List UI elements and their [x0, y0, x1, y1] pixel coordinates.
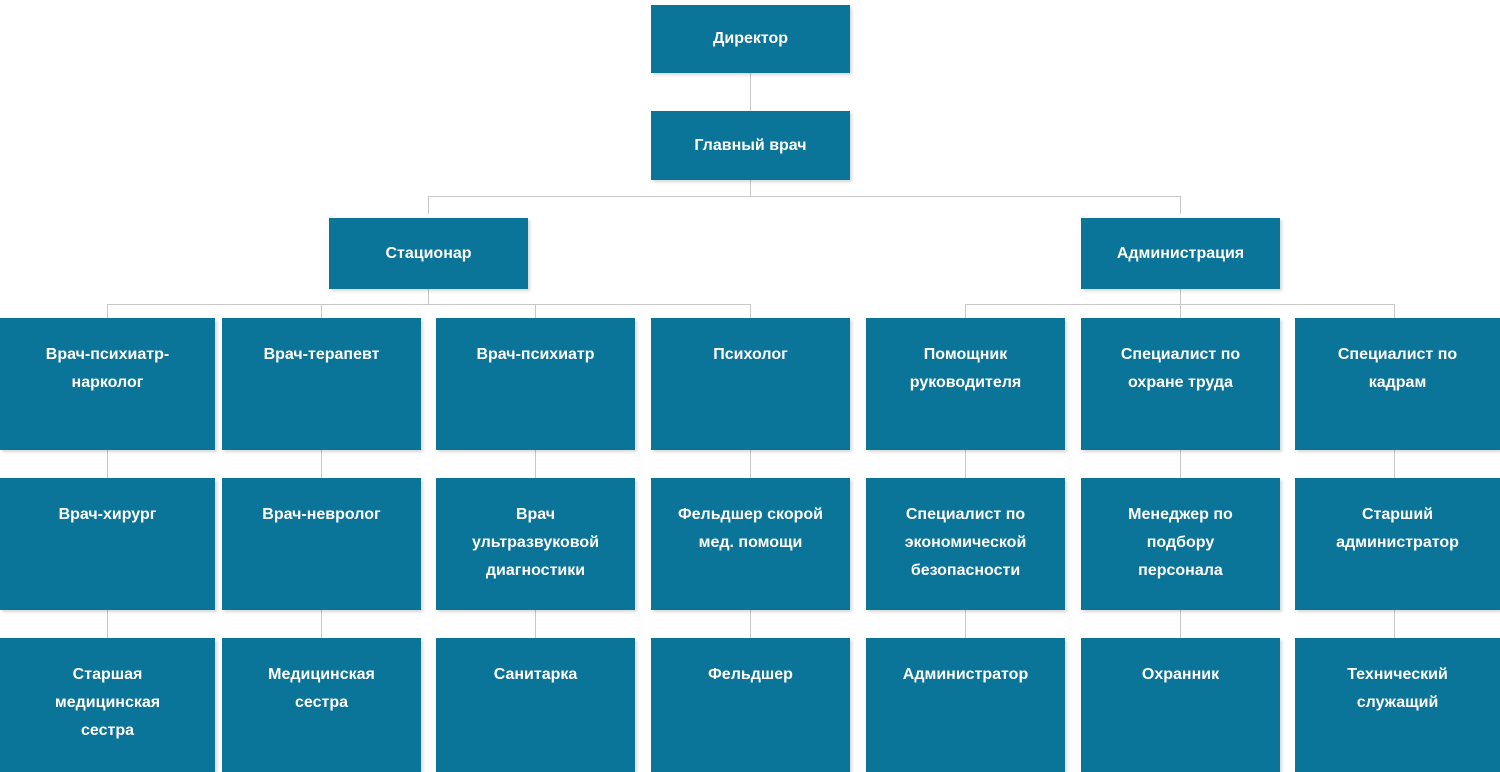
- connector-to-r3c7: [1394, 304, 1395, 318]
- connector-bus-to-inpatient: [428, 196, 429, 214]
- node-r3c5-label: Помощник руководителя: [909, 346, 1022, 391]
- connector-r3c5-to-r4c5: [965, 450, 966, 478]
- connector-to-r3c6: [1180, 304, 1181, 318]
- connector-r4c1-to-r5c1: [107, 610, 108, 638]
- node-director[interactable]: Директор: [651, 5, 850, 73]
- connector-to-r3c4: [750, 304, 751, 318]
- node-r3c7[interactable]: Специалист по кадрам: [1295, 318, 1500, 450]
- node-r3c3-label: Врач-психиатр: [476, 346, 595, 363]
- connector-r3c6-to-r4c6: [1180, 450, 1181, 478]
- node-r4c7-label: Старший администратор: [1336, 506, 1459, 551]
- connector-r3c1-to-r4c1: [107, 450, 108, 478]
- connector-r4c2-to-r5c2: [321, 610, 322, 638]
- node-r4c6[interactable]: Менеджер по подбору персонала: [1081, 478, 1280, 610]
- node-r3c6[interactable]: Специалист по охране труда: [1081, 318, 1280, 450]
- node-r4c3[interactable]: Врач ультразвуковой диагностики: [436, 478, 635, 610]
- connector-administration-stem: [1180, 289, 1181, 305]
- node-inpatient[interactable]: Стационар: [329, 218, 528, 289]
- node-r4c2[interactable]: Врач-невролог: [222, 478, 421, 610]
- node-r5c5-label: Администратор: [902, 666, 1029, 683]
- node-r5c2[interactable]: Медицинская сестра: [222, 638, 421, 772]
- node-r5c2-label: Медицинская сестра: [268, 666, 375, 711]
- node-r3c7-label: Специалист по кадрам: [1337, 346, 1458, 391]
- connector-bus-level2: [428, 196, 1180, 197]
- node-r3c1[interactable]: Врач-психиатр- нарколог: [0, 318, 215, 450]
- connector-r4c7-to-r5c7: [1394, 610, 1395, 638]
- node-r5c3-label: Санитарка: [493, 666, 578, 683]
- node-r4c5[interactable]: Специалист по экономической безопасности: [866, 478, 1065, 610]
- node-r3c2[interactable]: Врач-терапевт: [222, 318, 421, 450]
- connector-r4c5-to-r5c5: [965, 610, 966, 638]
- connector-r3c3-to-r4c3: [535, 450, 536, 478]
- connector-r4c3-to-r5c3: [535, 610, 536, 638]
- node-r4c2-label: Врач-невролог: [262, 506, 381, 523]
- connector-r3c2-to-r4c2: [321, 450, 322, 478]
- node-r4c6-label: Менеджер по подбору персонала: [1128, 506, 1233, 579]
- connector-to-r3c3: [535, 304, 536, 318]
- node-r5c7[interactable]: Технический служащий: [1295, 638, 1500, 772]
- node-administration-label: Администрация: [1116, 244, 1245, 262]
- node-administration[interactable]: Администрация: [1081, 218, 1280, 289]
- node-r4c4[interactable]: Фельдшер скорой мед. помощи: [651, 478, 850, 610]
- connector-r3c7-to-r4c7: [1394, 450, 1395, 478]
- node-r3c4-label: Психолог: [713, 346, 788, 363]
- node-r4c4-label: Фельдшер скорой мед. помощи: [677, 506, 823, 551]
- node-r4c3-label: Врач ультразвуковой диагностики: [471, 506, 600, 579]
- node-r4c7[interactable]: Старший администратор: [1295, 478, 1500, 610]
- node-inpatient-label: Стационар: [385, 244, 472, 262]
- node-r5c3[interactable]: Санитарка: [436, 638, 635, 772]
- node-chief-doctor[interactable]: Главный врач: [651, 111, 850, 180]
- node-r3c3[interactable]: Врач-психиатр: [436, 318, 635, 450]
- connector-r4c4-to-r5c4: [750, 610, 751, 638]
- node-r5c4-label: Фельдшер: [708, 666, 793, 683]
- connector-to-r3c1: [107, 304, 108, 318]
- node-r3c4[interactable]: Психолог: [651, 318, 850, 450]
- connector-inpatient-stem: [428, 289, 429, 305]
- node-r4c1[interactable]: Врач-хирург: [0, 478, 215, 610]
- node-director-label: Директор: [712, 30, 789, 47]
- node-chief-doctor-label: Главный врач: [694, 136, 807, 154]
- node-r5c1[interactable]: Старшая медицинская сестра: [0, 638, 215, 772]
- node-r4c5-label: Специалист по экономической безопасности: [904, 506, 1027, 579]
- node-r5c7-label: Технический служащий: [1347, 666, 1448, 711]
- connector-director-to-chief: [750, 73, 751, 111]
- node-r3c6-label: Специалист по охране труда: [1120, 346, 1241, 391]
- node-r3c2-label: Врач-терапевт: [263, 346, 380, 363]
- connector-r4c6-to-r5c6: [1180, 610, 1181, 638]
- connector-to-r3c2: [321, 304, 322, 318]
- node-r5c6[interactable]: Охранник: [1081, 638, 1280, 772]
- node-r3c5[interactable]: Помощник руководителя: [866, 318, 1065, 450]
- node-r5c5[interactable]: Администратор: [866, 638, 1065, 772]
- node-r5c4[interactable]: Фельдшер: [651, 638, 850, 772]
- connector-bus-inpatient-children: [107, 304, 751, 305]
- node-r5c1-label: Старшая медицинская сестра: [54, 666, 161, 739]
- connector-to-r3c5: [965, 304, 966, 318]
- node-r5c6-label: Охранник: [1141, 666, 1220, 683]
- connector-chief-stem: [750, 180, 751, 197]
- node-r3c1-label: Врач-психиатр- нарколог: [45, 346, 170, 391]
- connector-bus-to-administration: [1180, 196, 1181, 214]
- node-r4c1-label: Врач-хирург: [58, 506, 157, 523]
- connector-r3c4-to-r4c4: [750, 450, 751, 478]
